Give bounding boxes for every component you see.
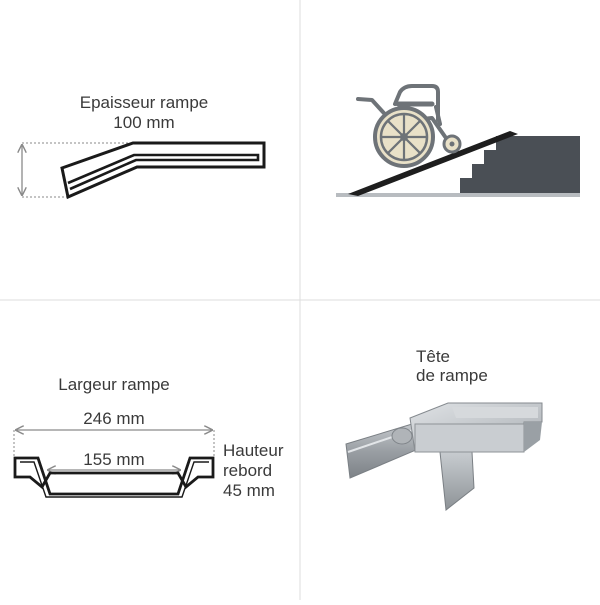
channel-profile bbox=[13, 456, 215, 496]
ramp-profile-outer bbox=[60, 141, 266, 200]
stairs-block bbox=[460, 136, 580, 193]
front-wheel-hub bbox=[449, 141, 455, 147]
width-title: Largeur rampe bbox=[58, 375, 170, 394]
rear-wheel-hub bbox=[400, 133, 408, 141]
outer-width-label: 246 mm bbox=[83, 409, 144, 428]
wheelchair-ramp-illustration bbox=[336, 84, 580, 197]
ramp-head-illustration bbox=[345, 402, 543, 511]
ramp-head-title-line2: de rampe bbox=[416, 366, 488, 385]
rim-label-line1: Hauteur bbox=[223, 441, 284, 460]
width-panel: Largeur rampe 246 mm 155 mm Hauteur rebo… bbox=[13, 375, 284, 500]
ramp-plank bbox=[348, 131, 518, 196]
thickness-title-line2: 100 mm bbox=[113, 113, 174, 132]
rim-label-line2: rebord bbox=[223, 461, 272, 480]
rim-label-line3: 45 mm bbox=[223, 481, 275, 500]
wheelchair-backrest bbox=[393, 84, 440, 122]
weld-point bbox=[391, 427, 413, 445]
ramp-profile-inner bbox=[67, 153, 260, 191]
inner-width-label: 155 mm bbox=[83, 450, 144, 469]
ramp-head-panel: Tête de rampe bbox=[345, 347, 543, 511]
thickness-title-line1: Epaisseur rampe bbox=[80, 93, 209, 112]
ramp-head-title-line1: Tête bbox=[416, 347, 450, 366]
head-inner-face bbox=[414, 423, 525, 453]
head-inner-shadow bbox=[452, 407, 538, 418]
channel-profile-detail bbox=[20, 461, 209, 498]
ramp-head-plate bbox=[439, 451, 475, 511]
head-right-face bbox=[524, 422, 542, 452]
thickness-panel: Epaisseur rampe 100 mm bbox=[22, 93, 266, 200]
